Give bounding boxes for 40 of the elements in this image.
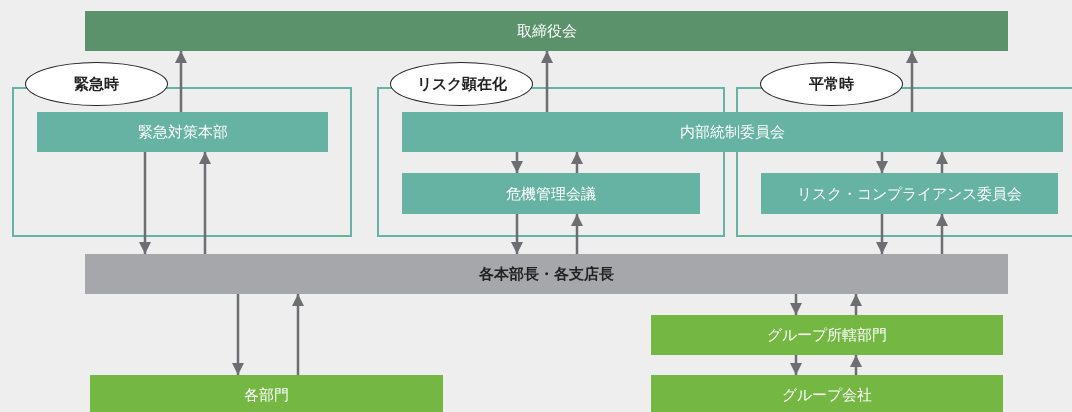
- arrow: [232, 294, 244, 375]
- arrow: [936, 214, 948, 254]
- committee-box: [761, 173, 1058, 214]
- department-box: [90, 375, 443, 412]
- arrow: [541, 51, 553, 112]
- node-label: リスク・コンプライアンス委員会: [797, 184, 1022, 203]
- arrow: [876, 214, 888, 254]
- arrow: [571, 152, 583, 173]
- arrow: [936, 152, 948, 173]
- manager-bar: [85, 254, 1008, 294]
- arrow: [175, 51, 187, 112]
- arrow: [199, 152, 211, 254]
- arrow: [511, 214, 523, 254]
- arrow: [790, 294, 802, 315]
- arrow: [850, 294, 862, 315]
- arrow: [790, 355, 802, 375]
- committee-box: [37, 112, 328, 152]
- node-label: リスク顕在化: [416, 75, 507, 93]
- arrow: [850, 355, 862, 375]
- node-label: グループ所轄部門: [767, 326, 887, 344]
- arrow: [292, 294, 304, 375]
- arrow: [139, 152, 151, 254]
- node-label: 緊急時: [74, 75, 119, 93]
- node-label: 緊急対策本部: [137, 123, 228, 141]
- node-label: 各部門: [244, 386, 289, 404]
- arrow: [511, 152, 523, 173]
- node-label: 平常時: [809, 75, 854, 93]
- node-label: 内部統制委員会: [680, 123, 785, 141]
- node-label: グループ会社: [782, 386, 872, 404]
- node-label: 危機管理会議: [506, 184, 596, 203]
- arrow: [876, 152, 888, 173]
- arrow: [571, 214, 583, 254]
- committee-box: [402, 112, 1063, 152]
- department-box: [651, 375, 1003, 412]
- board-box: [85, 11, 1008, 51]
- node-label: 各本部長・各支店長: [479, 265, 614, 283]
- node-label: 取締役会: [516, 22, 577, 40]
- department-box: [651, 315, 1003, 355]
- arrow: [906, 51, 918, 112]
- committee-box: [402, 173, 700, 214]
